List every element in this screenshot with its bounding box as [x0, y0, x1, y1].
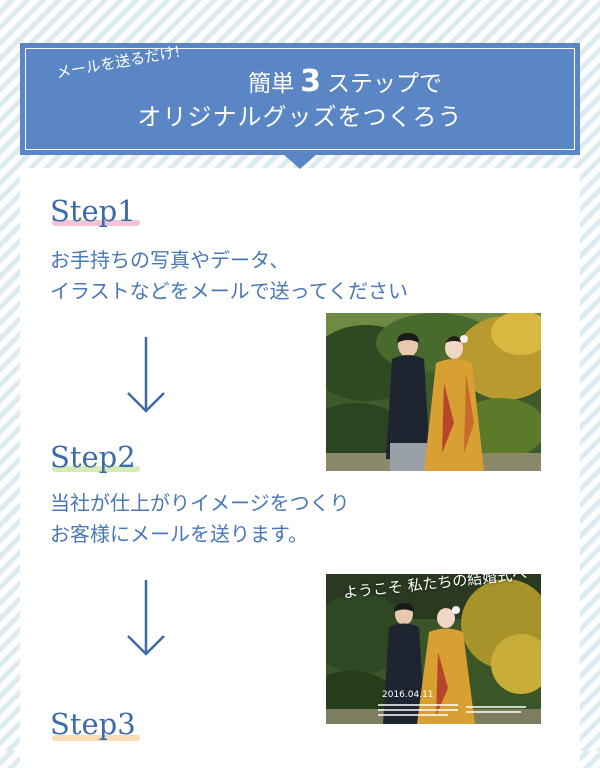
mockup-fine-print-line — [378, 709, 458, 711]
step2-description: 当社が仕上がりイメージをつくり お客様にメールを送ります。 — [50, 488, 350, 550]
wedding-photo — [326, 313, 541, 471]
banner-headline-line2: オリジナルグッズをつくろう — [137, 103, 463, 131]
mockup-fine-print-line — [466, 711, 521, 713]
step3-title: Step3 — [50, 707, 136, 741]
step1-description-line2: イラストなどをメールで送ってください — [50, 279, 408, 303]
banner-headline-pre: 簡単 — [248, 71, 295, 97]
step3-underline — [52, 735, 140, 741]
mockup-photo: ようこそ 私たちの結婚式へ 2016.04.11 — [326, 574, 541, 724]
step2-description-line1: 当社が仕上がりイメージをつくり — [50, 491, 350, 515]
step2-underline — [52, 466, 140, 472]
mockup-photo-image — [326, 574, 541, 724]
step2-description-line2: お客様にメールを送ります。 — [50, 522, 308, 546]
header-banner — [20, 43, 580, 155]
step2-title: Step2 — [50, 440, 136, 474]
step1-description: お手持ちの写真やデータ、 イラストなどをメールで送ってください — [50, 245, 408, 307]
mockup-fine-print-line — [378, 714, 448, 716]
step1-title: Step1 — [50, 194, 136, 228]
banner-headline-post: ステップで — [326, 71, 442, 97]
banner-headline-number: 3 — [300, 64, 321, 99]
step1-description-line1: お手持ちの写真やデータ、 — [50, 248, 290, 272]
arrow-down-icon — [127, 580, 165, 656]
wedding-photo-image — [326, 313, 541, 471]
mockup-fine-print-line — [378, 704, 458, 706]
banner-pointer — [283, 154, 317, 169]
mockup-date-text: 2016.04.11 — [382, 690, 434, 700]
step1-underline — [52, 220, 140, 226]
arrow-down-icon — [127, 337, 165, 413]
mockup-fine-print-line — [466, 706, 526, 708]
banner-inner-border — [25, 48, 575, 150]
